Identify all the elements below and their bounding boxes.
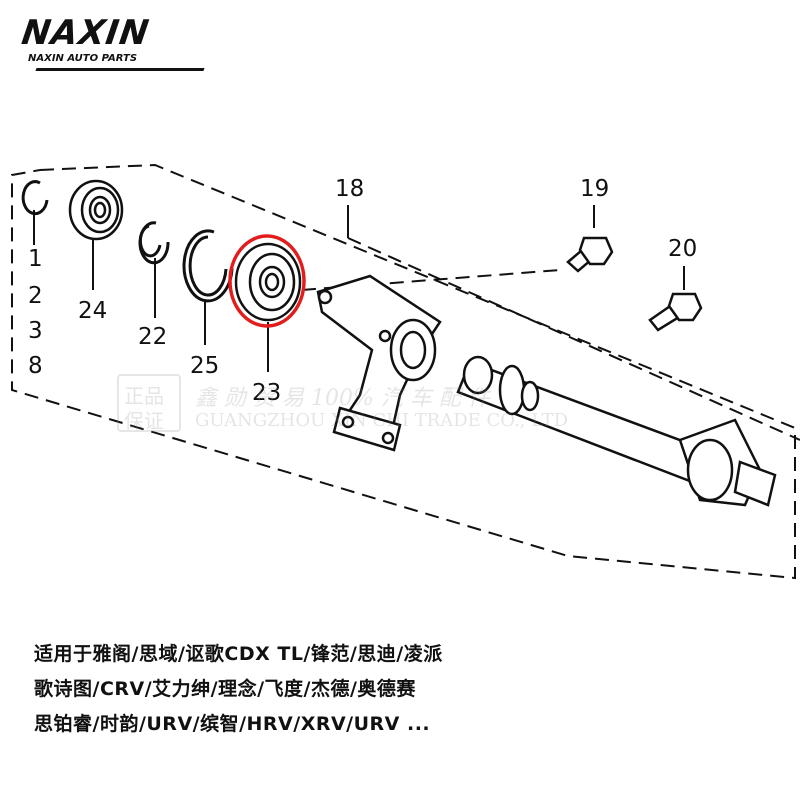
callout-23: 23 xyxy=(252,380,282,406)
watermark-badge xyxy=(117,374,181,432)
callout-20: 20 xyxy=(668,236,698,262)
bearing-24 xyxy=(68,179,124,241)
highlight-circle xyxy=(228,234,306,328)
callout-8: 8 xyxy=(28,353,43,379)
fitment-line-2: 歌诗图/CRV/艾力绅/理念/飞度/杰德/奥德赛 xyxy=(34,678,416,700)
fitment-line-1: 适用于雅阁/思域/讴歌CDX TL/锋范/思迪/凌派 xyxy=(34,643,443,665)
bearing-23 xyxy=(234,242,302,322)
callout-2: 2 xyxy=(28,283,43,309)
snap-ring-small xyxy=(21,180,49,216)
circlip-22 xyxy=(138,221,170,265)
frame-inner-line xyxy=(347,237,800,441)
fitment-line-3: 思铂睿/时韵/URV/缤智/HRV/XRV/URV ... xyxy=(34,713,431,735)
callout-22: 22 xyxy=(138,324,168,350)
bolt-19 xyxy=(566,236,614,273)
snap-ring-25 xyxy=(182,229,234,303)
callout-19: 19 xyxy=(580,176,610,202)
bracket-18 xyxy=(316,274,442,452)
callout-1: 1 xyxy=(28,246,43,272)
callout-18: 18 xyxy=(335,176,365,202)
assembly-frame xyxy=(11,163,796,580)
brand-subtitle: NAXIN AUTO PARTS xyxy=(28,53,138,64)
drive-shaft xyxy=(456,355,777,507)
callout-24: 24 xyxy=(78,298,108,324)
bolt-20 xyxy=(648,292,703,332)
callout-25: 25 xyxy=(190,353,220,379)
callout-3: 3 xyxy=(28,318,43,344)
